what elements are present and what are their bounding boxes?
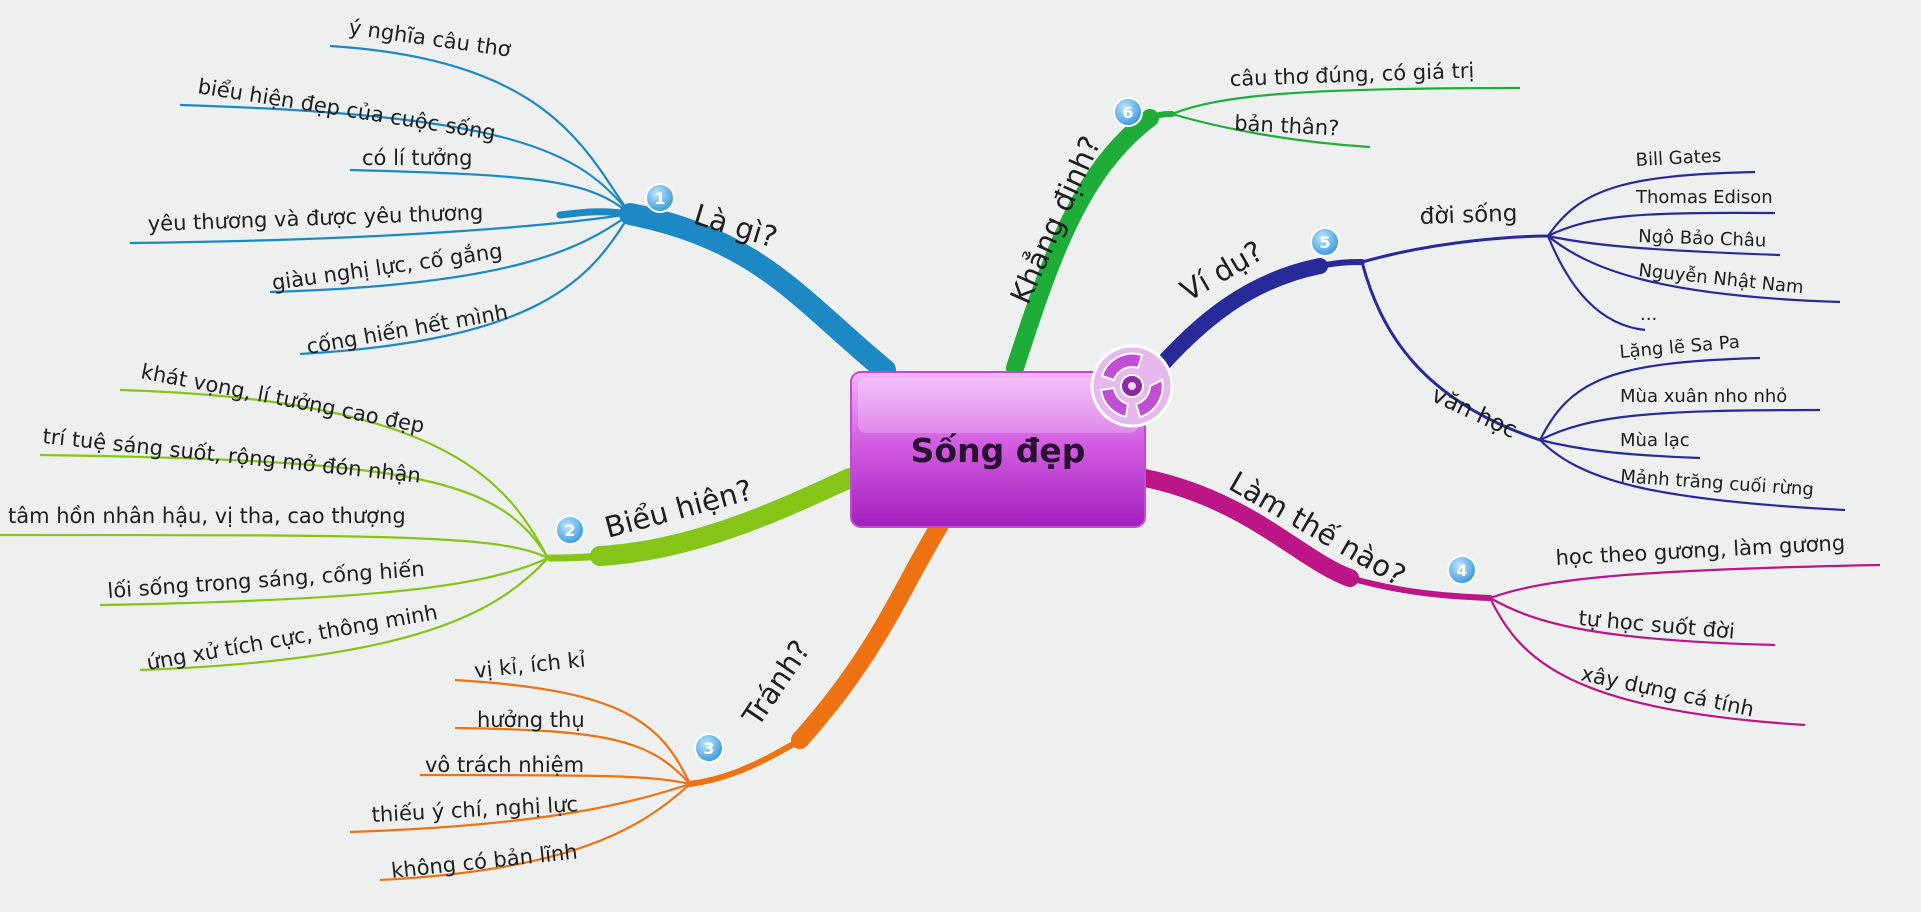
branch-5-group-2-item-2: Mùa xuân nho nhỏ — [1620, 386, 1787, 407]
number-badge-icon — [555, 515, 585, 545]
branch-5-vi-du: 5 Ví dụ? đời sống văn học Bill Gates Tho… — [1142, 146, 1846, 512]
branch-5-group-2-item-4: Mảnh trăng cuối rừng — [1620, 466, 1815, 500]
branch-1-item-5: giàu nghị lực, cố gắng — [270, 239, 504, 295]
branch-3-number: 3 — [703, 739, 714, 758]
branch-4-stem — [1347, 575, 1493, 601]
branch-5-main-line — [1142, 258, 1328, 386]
branch-5-group-1-item-1: Bill Gates — [1635, 146, 1722, 171]
branch-4-item-3: xây dựng cá tính — [1579, 661, 1756, 721]
branch-2-stem — [546, 552, 604, 562]
branch-6-title: Khẳng định? — [1003, 131, 1107, 309]
number-badge-icon — [694, 733, 724, 763]
branch-2-item-5: ứng xử tích cực, thông minh — [145, 600, 440, 675]
branch-6-stem — [1147, 111, 1175, 121]
branch-3-leaf-lines — [349, 678, 691, 882]
branch-3-item-4: thiếu ý chí, nghị lực — [371, 792, 579, 827]
branch-5-group-2-title: văn học — [1427, 382, 1520, 444]
branch-4-lam-the-nao: 4 Làm thế nào? học theo gương, làm gương… — [1136, 465, 1881, 727]
branch-1-item-6: cống hiến hết mình — [305, 300, 510, 359]
branch-1-stem — [556, 208, 634, 219]
number-badge-icon — [1310, 227, 1340, 257]
branch-5-group-1-item-2: Thomas Edison — [1635, 187, 1773, 208]
branch-3-stem — [687, 737, 803, 787]
branch-3-main-line — [791, 516, 949, 749]
center-node[interactable]: Sống đẹp — [850, 344, 1174, 528]
branch-4-item-1: học theo gương, làm gương — [1555, 531, 1846, 570]
branch-5-group-1-item-5: ... — [1640, 304, 1657, 325]
branch-3-item-1: vị kỉ, ích kỉ — [473, 647, 587, 683]
branch-5-stem — [1317, 259, 1365, 269]
branch-6-main-line — [1006, 109, 1159, 377]
branch-5-leaf-lines — [1539, 170, 1846, 512]
branch-1-leaf-lines — [129, 44, 631, 356]
swirl-emblem-icon — [1090, 344, 1174, 428]
branch-1-item-1: ý nghĩa câu thơ — [347, 15, 512, 62]
branch-2-item-3: tâm hồn nhân hậu, vị tha, cao thượng — [8, 504, 406, 528]
branch-6-item-2: bản thân? — [1234, 111, 1340, 140]
branch-1-item-4: yêu thương và được yêu thương — [147, 200, 483, 236]
branch-1-la-gi: 1 Là gì? ý nghĩa câu thơ biểu hiện đẹp c… — [129, 15, 896, 381]
branch-1-badge: 1 — [645, 183, 675, 213]
branch-2-main-line — [590, 468, 860, 566]
branch-4-main-line — [1136, 469, 1359, 587]
branch-1-item-2: biểu hiện đẹp của cuộc sống — [196, 74, 497, 145]
center-node-title: Sống đẹp — [911, 431, 1086, 470]
branch-4-badge: 4 — [1447, 555, 1477, 585]
branch-2-item-1: khát vọng, lí tưởng cao đẹp — [139, 359, 426, 438]
branch-5-group-1-item-3: Ngô Bảo Châu — [1638, 226, 1767, 251]
branch-3-item-2: hưởng thụ — [477, 708, 585, 732]
number-badge-icon — [1113, 97, 1143, 127]
branch-2-item-4: lối sống trong sáng, cống hiến — [107, 557, 426, 603]
center-node-box[interactable] — [850, 371, 1146, 528]
branch-4-leaf-lines — [1489, 563, 1881, 727]
branch-5-number: 5 — [1319, 233, 1330, 252]
branch-3-item-5: không có bản lĩnh — [390, 840, 579, 883]
branch-3-badge: 3 — [694, 733, 724, 763]
number-badge-icon — [1447, 555, 1477, 585]
branch-2-bieu-hien: 2 Biểu hiện? khát vọng, lí tưởng cao đẹp… — [0, 359, 860, 675]
branch-6-leaf-lines — [1171, 86, 1521, 149]
branch-3-item-3: vô trách nhiệm — [425, 753, 584, 777]
branch-5-group-2-item-3: Mùa lạc — [1620, 430, 1690, 451]
branch-1-number: 1 — [654, 189, 665, 208]
branch-3-tranh: 3 Tránh? vị kỉ, ích kỉ hưởng thụ vô trác… — [349, 516, 949, 883]
branch-5-badge: 5 — [1310, 227, 1340, 257]
branch-6-item-1: câu thơ đúng, có giá trị — [1229, 58, 1474, 91]
branch-3-title: Tránh? — [735, 634, 817, 733]
branch-5-group-2-item-1: Lặng lẽ Sa Pa — [1619, 332, 1741, 363]
branch-6-number: 6 — [1122, 103, 1133, 122]
branch-2-badge: 2 — [555, 515, 585, 545]
branch-1-item-3: có lí tưởng — [362, 146, 472, 170]
branch-5-group-1-title: đời sống — [1419, 201, 1517, 230]
branch-2-number: 2 — [564, 521, 575, 540]
branch-1-main-line — [619, 203, 896, 381]
branch-6-badge: 6 — [1113, 97, 1143, 127]
branch-5-group-lines — [1360, 234, 1551, 442]
center-node-gloss — [858, 378, 1138, 433]
branch-2-leaf-lines — [0, 388, 549, 672]
branch-4-number: 4 — [1456, 561, 1467, 580]
number-badge-icon — [645, 183, 675, 213]
